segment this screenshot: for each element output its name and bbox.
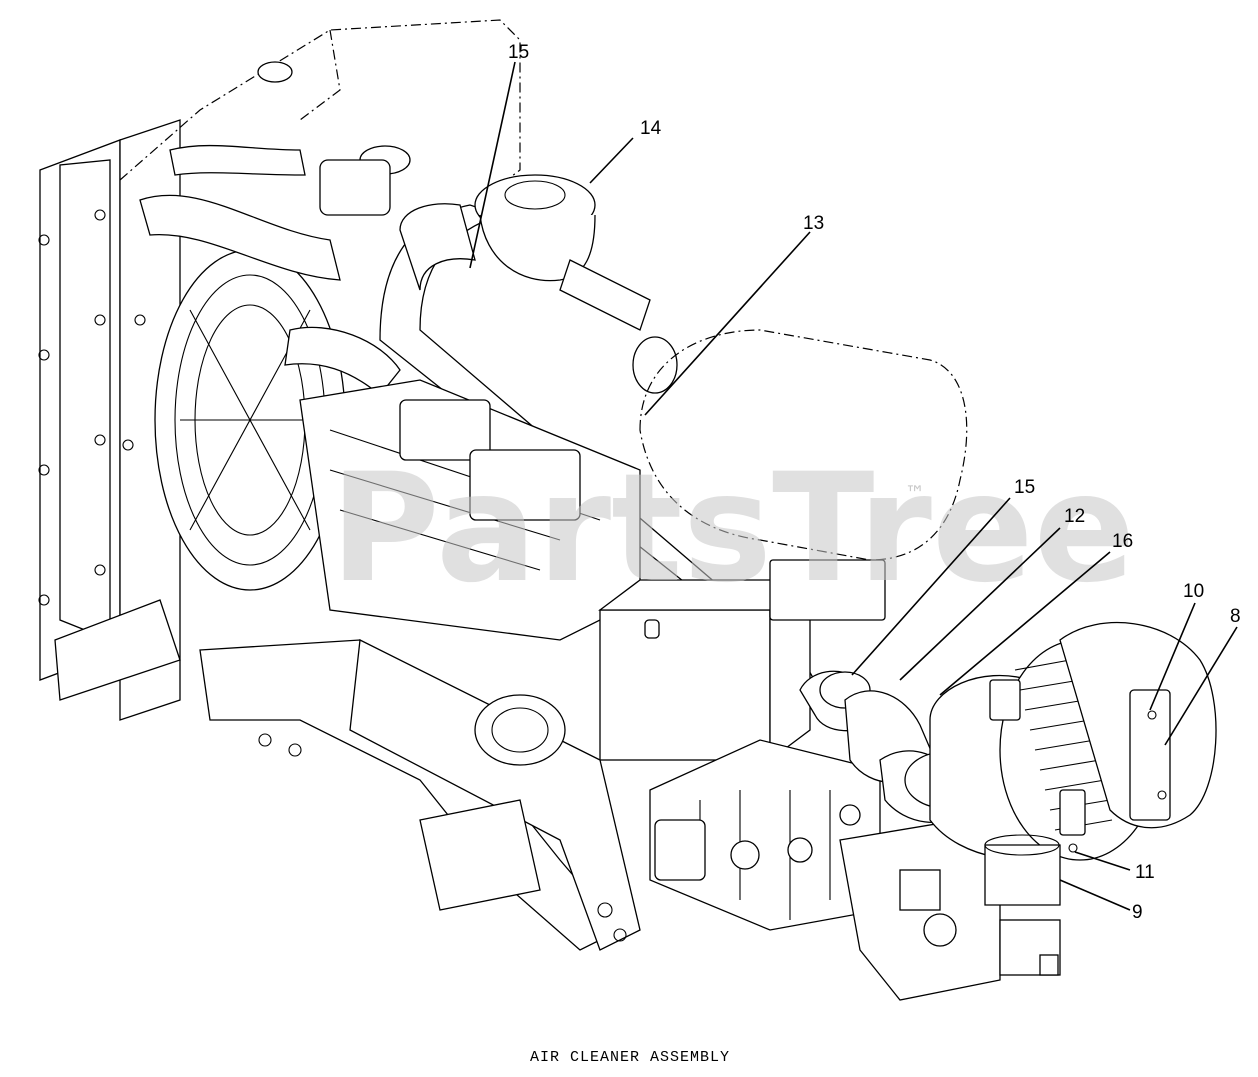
callout-10: 10 (1183, 581, 1204, 602)
leader-lines (469, 61, 1238, 911)
diagram-caption: AIR CLEANER ASSEMBLY (530, 1049, 730, 1066)
radiator-hoses (139, 61, 411, 396)
engine-block (299, 379, 886, 762)
radiator-frame (38, 119, 181, 721)
muffler-outline-dashed (639, 329, 968, 561)
callout-16: 16 (1112, 531, 1133, 552)
air-cleaner (929, 622, 1217, 906)
hydraulic-pump (649, 739, 1061, 1001)
callout-9: 9 (1132, 902, 1143, 923)
callout-15-top: 15 (508, 42, 529, 63)
trademark-symbol: ™ (905, 481, 925, 505)
callouts: 15 14 13 15 12 16 10 8 11 9 (508, 42, 1241, 923)
callout-13: 13 (803, 213, 824, 234)
callout-14: 14 (640, 118, 662, 139)
callout-11: 11 (1135, 862, 1155, 883)
watermark: PartsTree (330, 442, 1135, 616)
callout-8: 8 (1230, 606, 1241, 627)
engine-outline-dashed (119, 19, 521, 201)
callout-15-lower: 15 (1014, 477, 1035, 498)
lower-chassis (199, 639, 641, 951)
callout-12: 12 (1064, 506, 1085, 527)
turbo-housing (474, 174, 678, 394)
